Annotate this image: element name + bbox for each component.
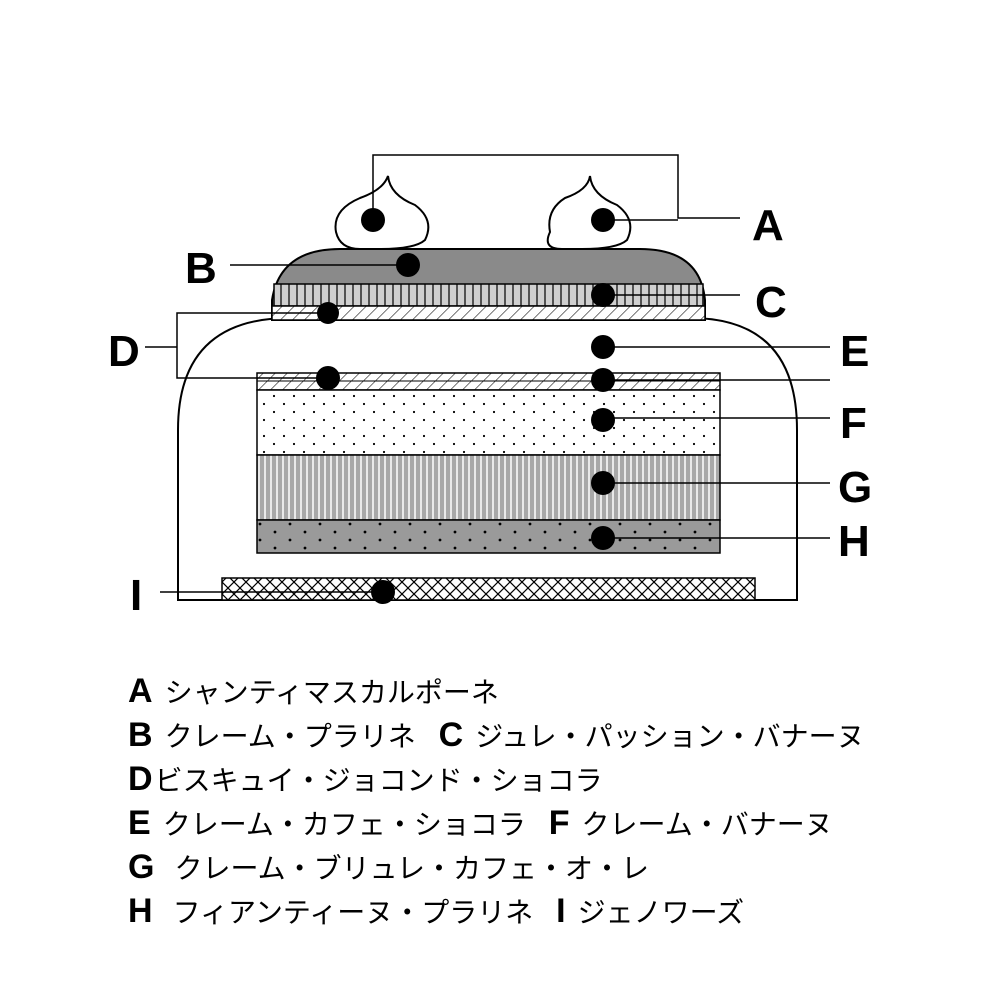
legend-key: F — [548, 804, 570, 842]
legend-key: C — [438, 716, 464, 754]
legend-key: G — [128, 848, 155, 886]
label-d: D — [108, 327, 140, 376]
rosette-a-right — [546, 175, 632, 250]
layer-i-genoise — [221, 577, 756, 601]
legend-key: H — [128, 892, 153, 930]
legend: A シャンティマスカルポーネ B クレーム・プラリネ C ジュレ・パッション・バナーヌ… — [128, 670, 879, 934]
label-g: G — [838, 463, 872, 512]
legend-text: ジェノワーズ — [577, 896, 745, 929]
label-e: E — [840, 327, 869, 376]
legend-row: H フィアンティーヌ・プラリネ I ジェノワーズ — [128, 890, 879, 934]
label-h: H — [838, 517, 870, 566]
label-b: B — [185, 244, 217, 293]
legend-key: D — [128, 760, 153, 798]
legend-row: G クレーム・ブリュレ・カフェ・オ・レ — [128, 846, 879, 890]
label-i: I — [130, 571, 142, 620]
legend-text: ビスキュイ・ジョコンド・ショコラ — [154, 764, 603, 797]
legend-key: E — [128, 804, 151, 842]
legend-row: A シャンティマスカルポーネ — [128, 670, 879, 714]
legend-key: A — [128, 672, 153, 710]
legend-key: I — [556, 892, 566, 930]
layer-g-creme-brulee — [256, 454, 721, 521]
label-f: F — [840, 399, 867, 448]
layer-h-feuilletine — [256, 519, 721, 554]
legend-key: B — [128, 716, 153, 754]
label-a: A — [752, 201, 784, 250]
leader-lines — [145, 154, 830, 593]
label-c: C — [755, 278, 787, 327]
legend-text: クレーム・ブリュレ・カフェ・オ・レ — [174, 852, 650, 885]
legend-row: B クレーム・プラリネ C ジュレ・パッション・バナーヌ — [128, 714, 879, 758]
legend-text: ジュレ・パッション・バナーヌ — [475, 720, 865, 753]
legend-text: シャンティマスカルポーネ — [164, 676, 499, 709]
layer-f-banana-cream — [256, 389, 721, 456]
legend-text: フィアンティーヌ・プラリネ — [172, 896, 534, 929]
legend-text: クレーム・バナーヌ — [581, 808, 833, 841]
legend-row: E クレーム・カフェ・ショコラ F クレーム・バナーヌ — [128, 802, 879, 846]
legend-text: クレーム・カフェ・ショコラ — [162, 808, 526, 841]
marker-dots — [316, 208, 615, 604]
legend-text: クレーム・プラリネ — [164, 720, 416, 753]
legend-row: Dビスキュイ・ジョコンド・ショコラ — [128, 758, 879, 802]
